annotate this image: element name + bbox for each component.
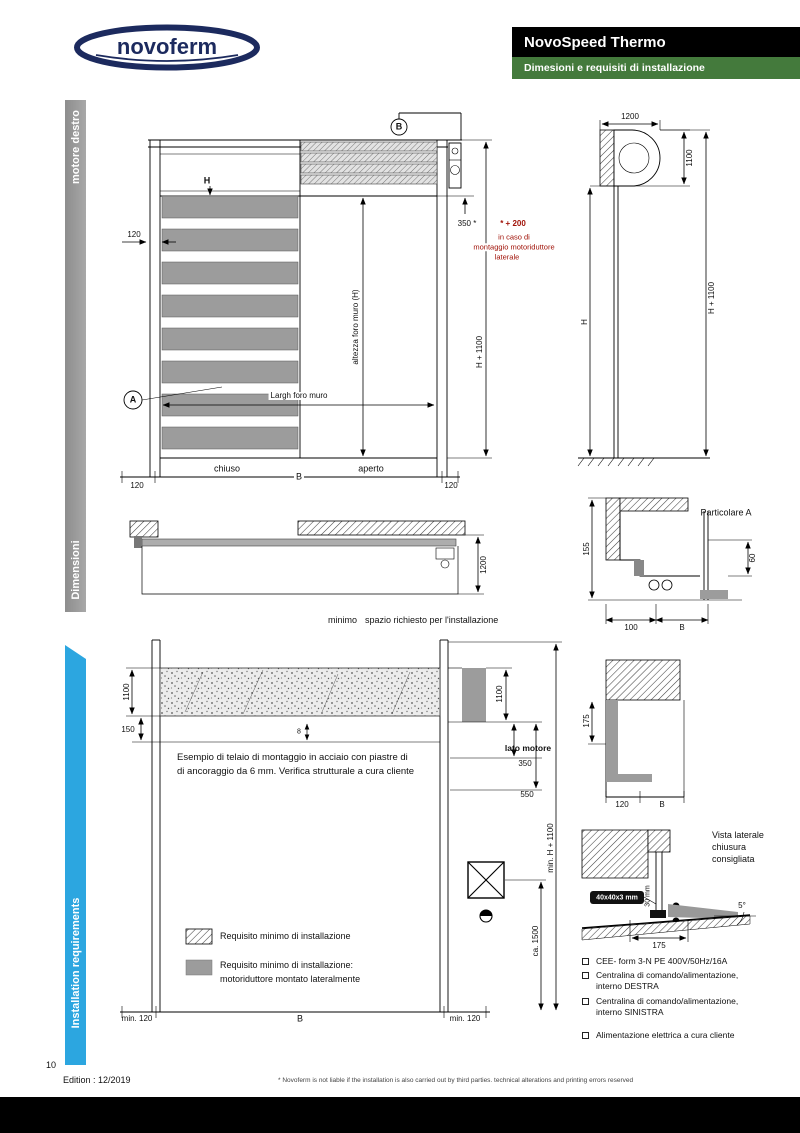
page-title: NovoSpeed Thermo <box>524 33 666 51</box>
sidebar-blue-bar <box>65 645 86 1065</box>
dim-150: 150 <box>121 725 135 734</box>
label-aperto: aperto <box>358 463 384 474</box>
note-line-1: in caso di <box>496 232 532 242</box>
motor-side-linework <box>588 659 685 803</box>
front-view-linework <box>120 112 492 483</box>
checklist-item-centralina-destra-2: interno DESTRA <box>596 981 659 991</box>
checkbox-centralina-sinistra <box>582 998 589 1005</box>
checklist-item-alimentazione: Alimentazione elettrica a cura cliente <box>596 1030 735 1040</box>
legend-hatch-label: Requisito minimo di installazione <box>220 931 351 941</box>
dim-8: 8 <box>295 728 303 736</box>
dim-155: 155 <box>582 542 591 556</box>
plan-view-linework <box>129 520 484 595</box>
dim-head-left-1100: 1100 <box>122 683 131 701</box>
note-line-3: laterale <box>492 252 522 262</box>
detail-a-linework <box>588 497 752 624</box>
frame-note-line-1: Esempio di telaio di montaggio in acciai… <box>177 752 408 763</box>
note-line-2: montaggio motoriduttore <box>471 242 557 252</box>
page-number: 10 <box>46 1060 57 1070</box>
sidebar-label-motore-destro: motore destro <box>70 110 82 184</box>
header-title-bar: NovoSpeed Thermo <box>512 27 800 57</box>
detail-a-title: Particolare A <box>700 507 752 518</box>
sidebar-gray-bar <box>65 100 86 612</box>
sidebar-label-dimensioni: Dimensioni <box>70 540 82 600</box>
caption-minimo: minimo <box>328 615 358 625</box>
dim-detail-b: B <box>679 623 685 632</box>
label-lato-motore: lato motore <box>504 742 552 753</box>
checklist-item-centralina-destra: Centralina di comando/alimentazione, <box>596 970 739 980</box>
lateral-title-1: Vista laterale <box>712 830 764 840</box>
dim-min-120-right: min. 120 <box>449 1014 481 1023</box>
dim-head-right-1100: 1100 <box>495 685 504 703</box>
dim-ca-1500: ca. 1500 <box>531 923 540 959</box>
dim-total-h-1100: H + 1100 <box>707 281 716 315</box>
angle-profile-label: 40x40x3 mm <box>596 894 638 902</box>
install-view-linework <box>120 639 562 1018</box>
dim-175-motor: 175 <box>582 714 591 728</box>
dim-h: H <box>580 317 589 327</box>
lateral-view-linework <box>581 829 756 942</box>
logo-swoosh <box>95 54 239 62</box>
dim-install-b: B <box>296 1013 304 1024</box>
checklist-item-centralina-sinistra: Centralina di comando/alimentazione, <box>596 996 739 1006</box>
dim-depth-1200: 1200 <box>621 112 639 121</box>
dim-largh-foro-muro: Largh foro muro <box>268 391 330 400</box>
checklist-item-cee: CEE- form 3-N PE 400V/50Hz/16A <box>596 956 728 966</box>
checkbox-centralina-destra <box>582 972 589 979</box>
dim-120-motor: 120 <box>615 800 629 809</box>
dim-175-lateral: 175 <box>652 941 666 950</box>
novoferm-logo: novoferm <box>72 24 262 71</box>
note-plus-200: * + 200 <box>498 219 528 228</box>
dim-60: 60 <box>748 553 757 563</box>
side-view-linework <box>577 120 710 467</box>
dim-bottom-right-120: 120 <box>444 481 458 490</box>
section-callout-b: B <box>395 121 403 132</box>
dim-min-120-left: min. 120 <box>121 1014 153 1023</box>
dim-min-h-1100: min. H + 1100 <box>546 821 555 875</box>
dim-h-plus-1100: H + 1100 <box>475 333 484 371</box>
checklist-item-centralina-sinistra-2: interno SINISTRA <box>596 1007 664 1017</box>
dim-bottom-left-120: 120 <box>130 481 144 490</box>
dim-head-1100: 1100 <box>685 149 694 167</box>
checkbox-cee-form <box>582 958 589 965</box>
dim-rail-120: 120 <box>127 230 141 239</box>
lateral-title-2: chiusura <box>712 842 747 852</box>
dim-100: 100 <box>624 623 638 632</box>
logo-ellipse <box>74 24 260 71</box>
legend-gray-label-2: motoriduttore montato lateralmente <box>220 974 361 984</box>
sidebar-label-installation: Installation requirements <box>70 897 82 1029</box>
label-b-width: B <box>293 471 305 482</box>
detail-callout-a: A <box>129 394 137 405</box>
checkbox-alimentazione <box>582 1032 589 1039</box>
logo-text: novoferm <box>117 34 217 59</box>
dim-550: 550 <box>518 790 536 799</box>
depth-30mm-label: 30 mm <box>644 885 652 907</box>
lateral-title-3: consigliata <box>712 854 755 864</box>
h-marker-label: H <box>203 175 211 186</box>
frame-note-line-2: di ancoraggio da 6 mm. Verifica struttur… <box>177 766 415 777</box>
dim-lintel-350: 350 * <box>457 219 477 228</box>
caption-spazio: spazio richiesto per l'installazione <box>365 615 499 625</box>
footer-black-band <box>0 1097 800 1133</box>
dim-plan-1200: 1200 <box>479 556 488 574</box>
footnote: * Novoferm is not liable if the installa… <box>278 1077 634 1084</box>
dim-altezza-foro-muro: altezza foro muro (H) <box>351 287 360 367</box>
header-subtitle-bar: Dimesioni e requisiti di installazione <box>512 57 800 79</box>
slope-5deg-label: 5° <box>738 901 746 910</box>
dim-b-motor: B <box>659 800 665 809</box>
legend-gray-label-1: Requisito minimo di installazione: <box>220 960 354 970</box>
dim-350: 350 <box>516 759 534 768</box>
label-chiuso: chiuso <box>213 463 241 474</box>
edition-label: Edition : 12/2019 <box>63 1075 131 1085</box>
page-subtitle: Dimesioni e requisiti di installazione <box>524 62 705 74</box>
